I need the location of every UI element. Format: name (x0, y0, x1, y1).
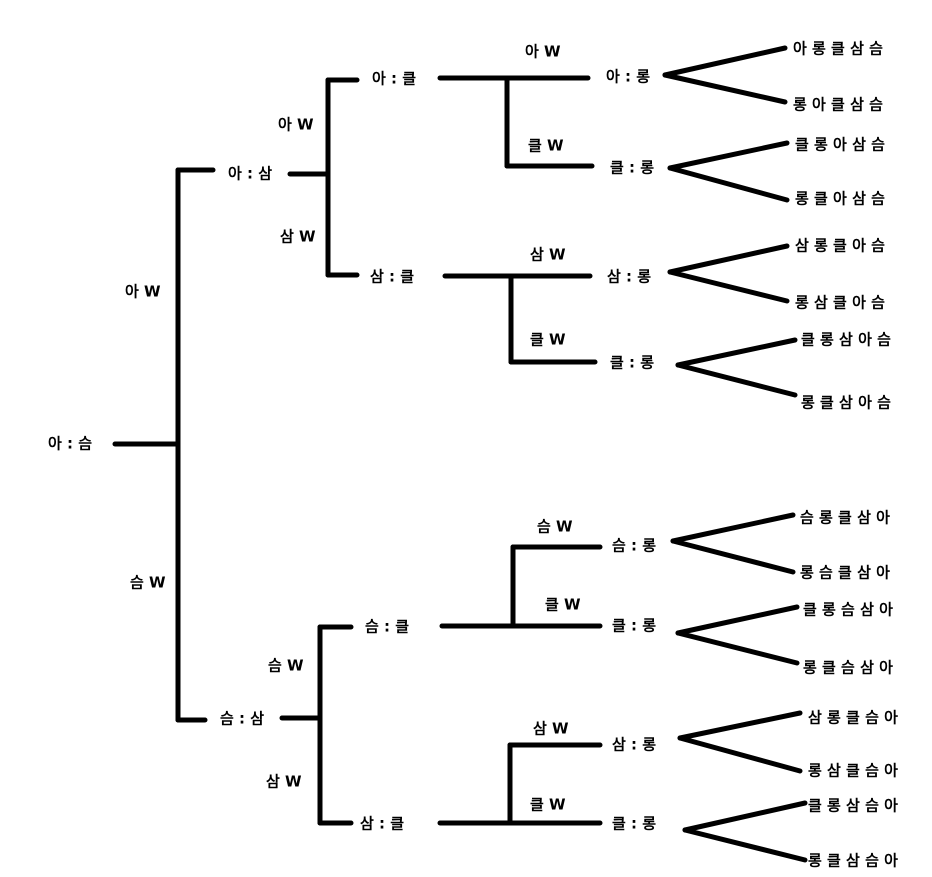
win-label: 아 W (125, 283, 161, 301)
outcome-ranking: 클 롱 아 삼 슴 (795, 136, 885, 154)
branch-line (682, 827, 808, 863)
branch-line (675, 337, 798, 368)
outcome-ranking: 롱 아 클 삼 슴 (793, 96, 883, 114)
branch-line (662, 45, 788, 78)
win-label: 삼 W (530, 246, 566, 264)
branch-line (677, 710, 803, 741)
outcome-ranking: 롱 클 아 삼 슴 (795, 190, 885, 208)
win-label: 슴 W (268, 657, 304, 675)
branch-line (670, 538, 796, 575)
final-match-label: 클 : 롱 (612, 617, 656, 635)
branch-line (675, 630, 800, 666)
branch-line (667, 140, 790, 171)
win-label: 슴 W (537, 518, 573, 536)
outcome-ranking: 아 롱 클 삼 슴 (793, 40, 883, 58)
final-match-label: 슴 : 롱 (612, 537, 656, 555)
branch-line (675, 362, 798, 398)
final-match-label: 아 : 롱 (606, 68, 650, 86)
final-match-label: 클 : 롱 (612, 815, 656, 833)
outcome-ranking: 클 롱 삼 슴 아 (808, 797, 898, 815)
outcome-ranking: 롱 클 슴 삼 아 (803, 659, 893, 677)
branch-line (667, 243, 790, 275)
semi-match-label: 슴 : 삼 (220, 710, 264, 728)
outcome-ranking: 클 롱 슴 삼 아 (803, 601, 893, 619)
final-match-label: 클 : 롱 (610, 159, 654, 177)
branch-line (667, 269, 790, 304)
branch-line (675, 604, 800, 636)
outcome-ranking: 삼 롱 클 슴 아 (808, 709, 898, 727)
branch-line (670, 512, 796, 544)
semi-match-label: 아 : 삼 (228, 165, 272, 183)
win-label: 삼 W (266, 773, 302, 791)
outcome-ranking: 롱 클 삼 아 슴 (801, 394, 891, 412)
branch-line (677, 735, 803, 774)
outcome-ranking: 롱 슴 클 삼 아 (800, 564, 890, 582)
win-label: 아 W (525, 43, 561, 61)
final-match-label: 클 : 롱 (610, 354, 654, 372)
win-label: 슴 W (130, 574, 166, 592)
quarter-match-label: 아 : 클 (372, 70, 416, 88)
win-label: 클 W (545, 596, 581, 614)
final-match-label: 삼 : 롱 (607, 268, 651, 286)
branch-line (667, 165, 790, 203)
outcome-ranking: 삼 롱 클 아 슴 (795, 237, 885, 255)
outcome-ranking: 롱 클 삼 슴 아 (808, 852, 898, 870)
quarter-match-label: 슴 : 클 (365, 618, 409, 636)
branch-line (682, 800, 808, 833)
outcome-ranking: 클 롱 삼 아 슴 (801, 331, 891, 349)
quarter-match-label: 삼 : 클 (360, 815, 404, 833)
win-label: 클 W (528, 137, 564, 155)
root-match-label: 아 : 슴 (48, 435, 92, 453)
outcome-ranking: 롱 삼 클 아 슴 (795, 294, 885, 312)
final-match-label: 삼 : 롱 (612, 736, 656, 754)
branch-line (662, 72, 788, 105)
outcome-ranking: 슴 롱 클 삼 아 (800, 509, 890, 527)
win-label: 클 W (530, 331, 566, 349)
win-label: 아 W (278, 116, 314, 134)
win-label: 삼 W (280, 228, 316, 246)
outcome-ranking: 롱 삼 클 슴 아 (808, 762, 898, 780)
win-label: 클 W (530, 796, 566, 814)
win-label: 삼 W (533, 720, 569, 738)
quarter-match-label: 삼 : 클 (370, 268, 414, 286)
